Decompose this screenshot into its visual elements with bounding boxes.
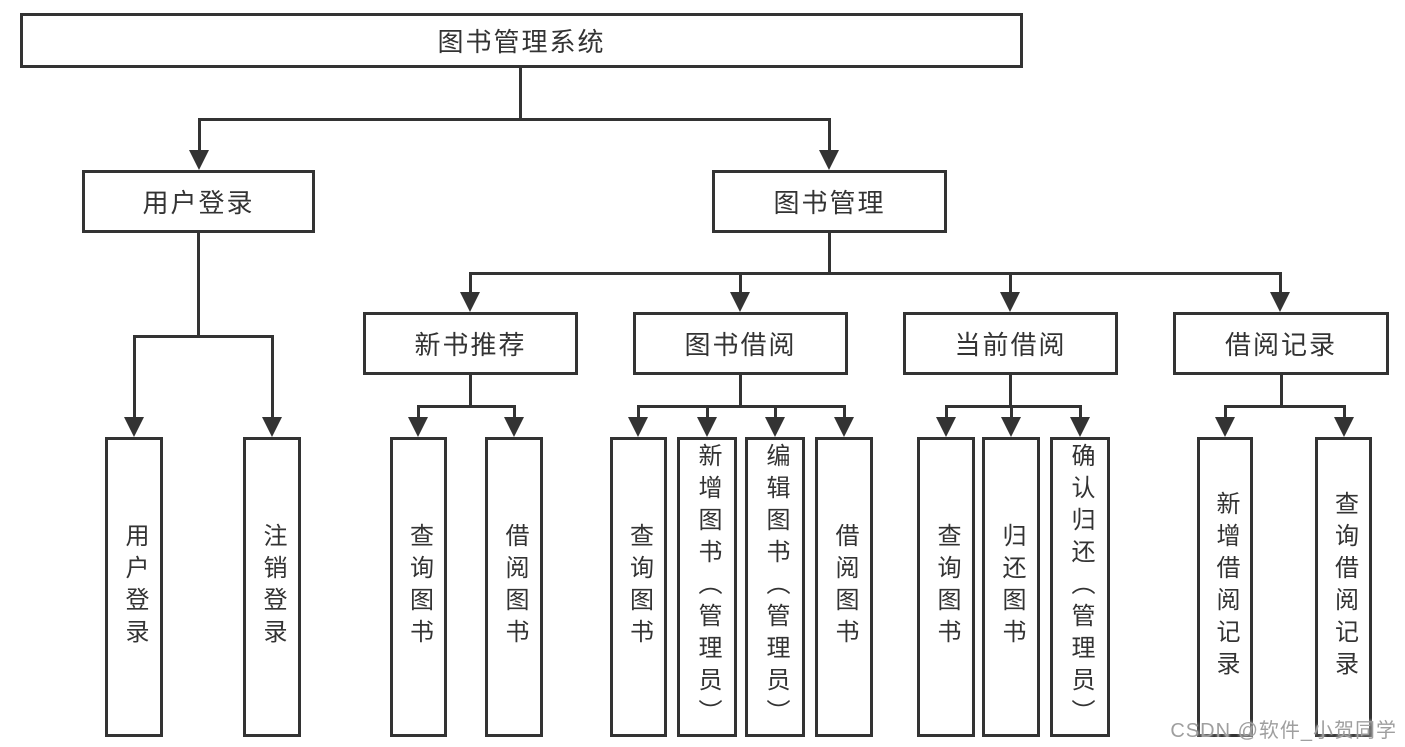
connector-arrow-shaft (469, 272, 472, 296)
connector-arrow-shaft (271, 335, 274, 421)
connector-arrow-shaft (1279, 272, 1282, 296)
node-new-book-recommend: 新书推荐 (363, 312, 578, 375)
connector-arrow-shaft (945, 405, 948, 421)
leaf-label: 新增图书（管理员） (694, 443, 721, 731)
connector-branch (417, 405, 516, 408)
arrow-head-icon (1070, 417, 1090, 437)
arrow-head-icon (765, 417, 785, 437)
node-book-borrowing: 图书借阅 (633, 312, 848, 375)
leaf-label: 查询图书 (625, 523, 653, 651)
node-user-login: 用户登录 (82, 170, 315, 233)
connector-arrow-shaft (417, 405, 420, 421)
leaf-label: 查询图书 (933, 523, 960, 651)
leaf-label: 注销登录 (259, 523, 286, 651)
leaf-label: 新增借阅记录 (1212, 491, 1239, 683)
node-label: 新书推荐 (414, 330, 527, 360)
connector-user-login-branch (133, 335, 274, 338)
node-label: 当前借阅 (954, 330, 1067, 360)
leaf-add-books-admin: 新增图书（管理员） (677, 437, 737, 737)
leaf-label: 借阅图书 (831, 523, 858, 651)
node-label: 图书管理系统 (437, 27, 606, 57)
node-book-management: 图书管理 (712, 170, 947, 233)
arrow-head-icon (1000, 292, 1020, 312)
node-borrowing-records: 借阅记录 (1173, 312, 1389, 375)
arrow-head-icon (819, 150, 839, 170)
connector-book-mgmt-branch (469, 272, 1282, 275)
leaf-query-books-borrowing: 查询图书 (610, 437, 667, 737)
leaf-borrow-books-borrowing: 借阅图书 (815, 437, 873, 737)
connector-arrow-shaft (133, 335, 136, 421)
connector-arrow-shaft (706, 405, 709, 421)
connector-stem (1280, 375, 1283, 408)
arrow-head-icon (408, 417, 428, 437)
connector-arrow-shaft (843, 405, 846, 421)
leaf-query-borrow-record: 查询借阅记录 (1315, 437, 1372, 737)
arrow-head-icon (504, 417, 524, 437)
arrow-head-icon (628, 417, 648, 437)
leaf-query-books-recommend: 查询图书 (390, 437, 447, 737)
leaf-label: 归还图书 (998, 523, 1025, 651)
arrow-head-icon (124, 417, 144, 437)
leaf-add-borrow-record: 新增借阅记录 (1197, 437, 1253, 737)
leaf-label: 查询图书 (405, 523, 433, 651)
connector-root-branch (198, 118, 831, 121)
node-label: 图书借阅 (684, 330, 797, 360)
arrow-head-icon (262, 417, 282, 437)
arrow-head-icon (936, 417, 956, 437)
connector-branch (637, 405, 846, 408)
csdn-watermark: CSDN @软件_小贺同学 (1170, 720, 1397, 742)
leaf-label: 用户登录 (121, 523, 148, 651)
connector-stem (739, 375, 742, 408)
connector-branch (945, 405, 1082, 408)
arrow-head-icon (697, 417, 717, 437)
leaf-user-login: 用户登录 (105, 437, 163, 737)
arrow-head-icon (834, 417, 854, 437)
leaf-query-books-current: 查询图书 (917, 437, 975, 737)
connector-arrow-shaft (739, 272, 742, 296)
leaf-return-books: 归还图书 (982, 437, 1040, 737)
arrow-head-icon (1001, 417, 1021, 437)
leaf-label: 确认归还（管理员） (1067, 443, 1094, 731)
leaf-label: 借阅图书 (501, 523, 528, 651)
arrow-head-icon (1334, 417, 1354, 437)
connector-arrow-shaft (1224, 405, 1227, 421)
arrow-head-icon (1270, 292, 1290, 312)
connector-arrow-shaft (774, 405, 777, 421)
leaf-edit-books-admin: 编辑图书（管理员） (745, 437, 805, 737)
node-label: 借阅记录 (1224, 330, 1337, 360)
connector-branch (1224, 405, 1346, 408)
connector-book-mgmt-stem (828, 233, 831, 275)
leaf-logout: 注销登录 (243, 437, 301, 737)
connector-arrow-shaft (1343, 405, 1346, 421)
node-current-borrowing: 当前借阅 (903, 312, 1118, 375)
connector-stem (469, 375, 472, 408)
arrow-head-icon (1215, 417, 1235, 437)
arrow-head-icon (730, 292, 750, 312)
connector-root-stem (519, 68, 522, 121)
connector-arrow-shaft (513, 405, 516, 421)
connector-user-login-stem (197, 233, 200, 338)
node-book-management-system: 图书管理系统 (20, 13, 1023, 68)
leaf-borrow-books-recommend: 借阅图书 (485, 437, 543, 737)
arrow-head-icon (189, 150, 209, 170)
leaf-label: 编辑图书（管理员） (762, 443, 789, 731)
connector-arrow-shaft (1009, 272, 1012, 296)
node-label: 用户登录 (142, 188, 255, 218)
connector-arrow-shaft (828, 118, 831, 154)
leaf-label: 查询借阅记录 (1330, 491, 1358, 683)
connector-arrow-shaft (1010, 405, 1013, 421)
node-label: 图书管理 (773, 188, 886, 218)
arrow-head-icon (460, 292, 480, 312)
leaf-confirm-return-admin: 确认归还（管理员） (1050, 437, 1110, 737)
connector-stem (1009, 375, 1012, 408)
connector-arrow-shaft (198, 118, 201, 154)
connector-arrow-shaft (637, 405, 640, 421)
connector-arrow-shaft (1079, 405, 1082, 421)
